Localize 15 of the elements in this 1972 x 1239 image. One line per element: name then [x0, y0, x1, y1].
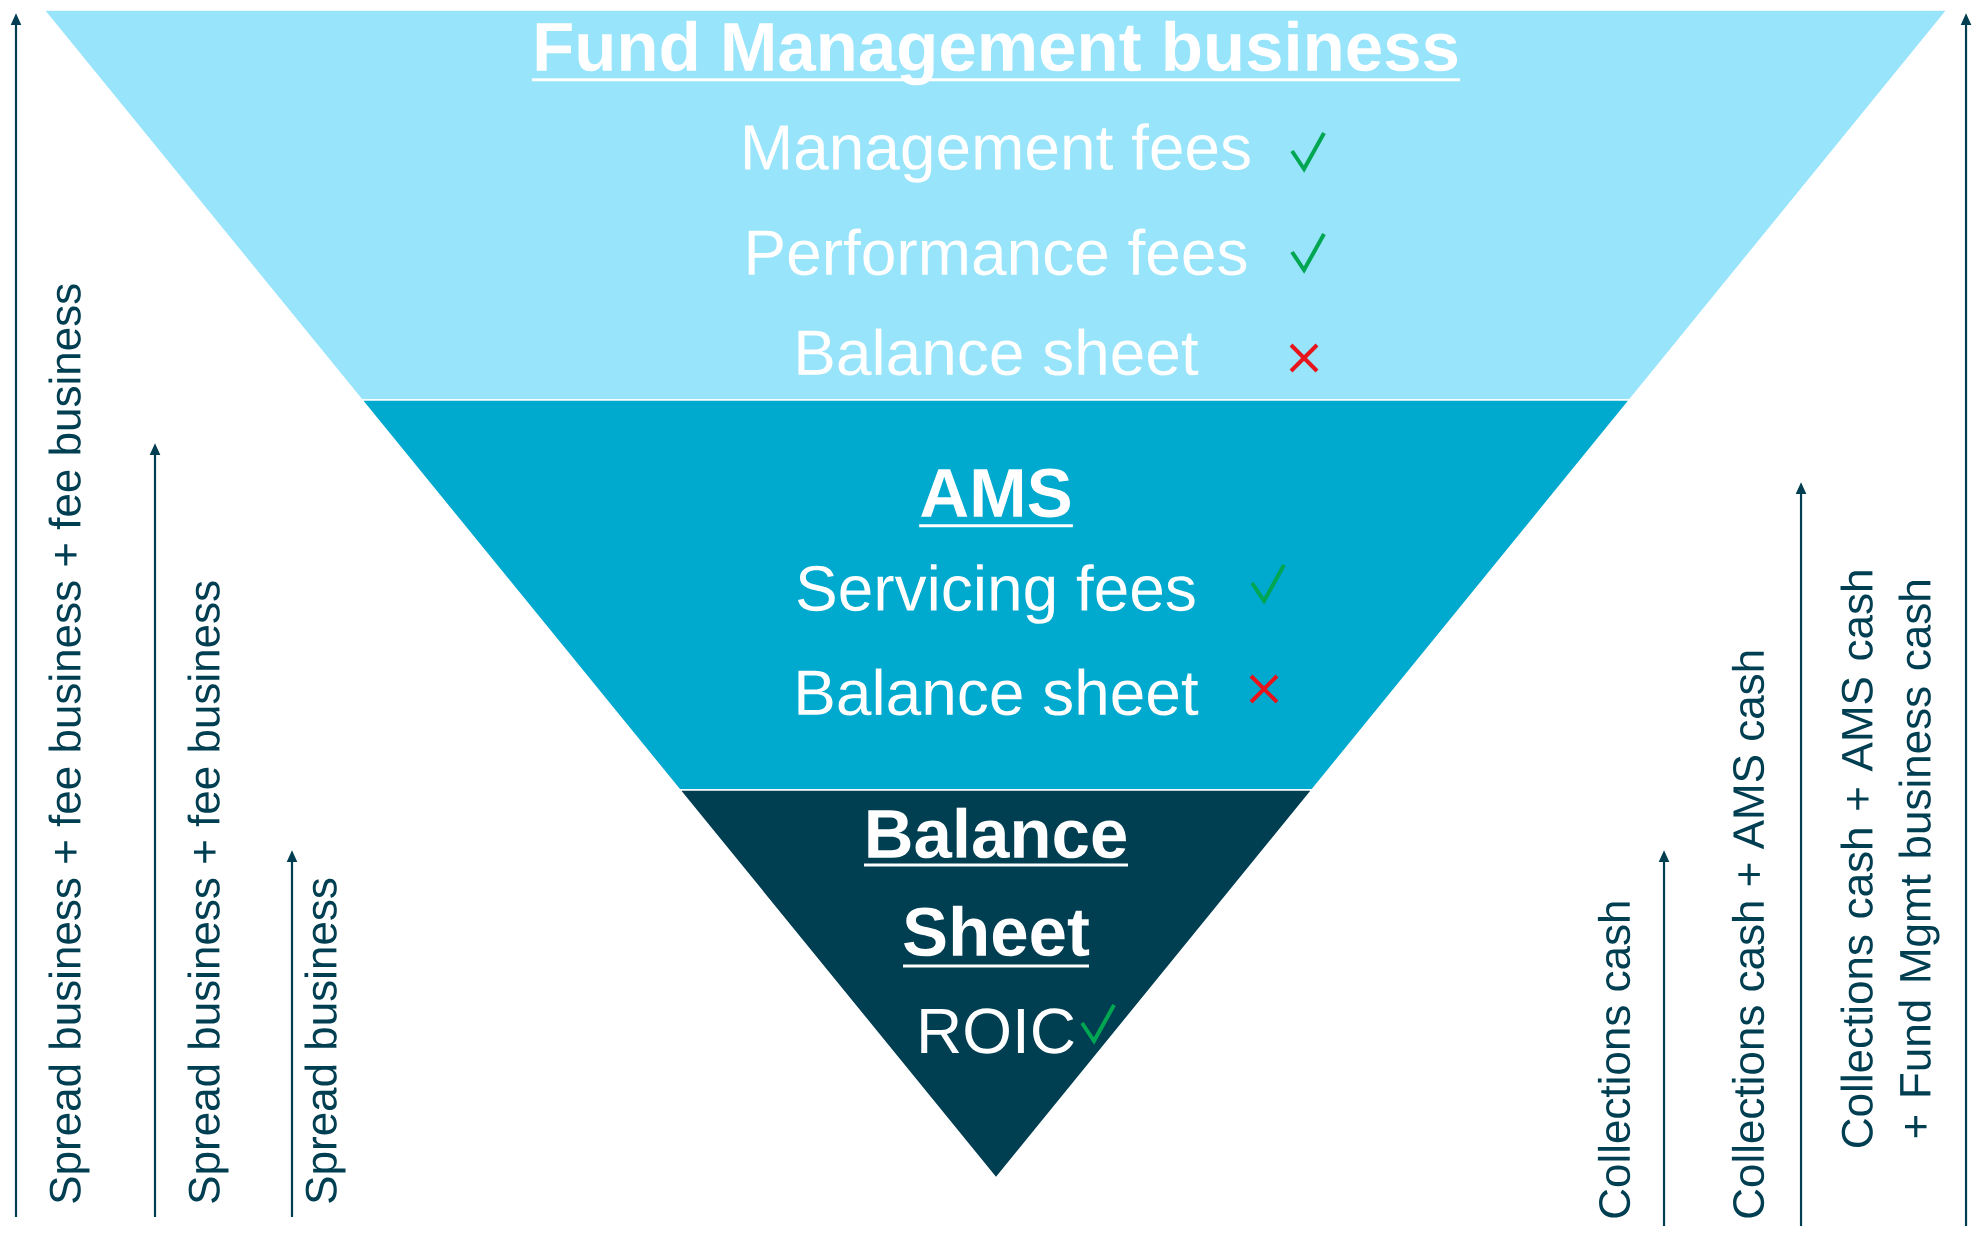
axis-label: Collections cash — [1597, 902, 1631, 1218]
heading: AMS — [919, 468, 1073, 528]
fee-label: Management fees — [745, 123, 1250, 183]
heading: Fund Management business — [531, 20, 1461, 86]
heading: Balance Sheet — [864, 807, 1128, 968]
fee-label: Balance sheet — [798, 668, 1199, 716]
axis-label: Collections cash + AMS cash — [1731, 651, 1765, 1218]
axis-label: Spread business + fee business + fee business — [48, 284, 90, 1203]
axis-label: Spread business — [304, 878, 346, 1203]
fee-label: ROIC — [921, 1008, 1074, 1054]
axis-label: Collections cash + AMS cash + Fund Mgmt business cash — [1840, 571, 1940, 1147]
fee-label: Balance sheet — [798, 328, 1199, 376]
fee-label: Performance fees — [748, 228, 1247, 276]
axis-label: Spread business + fee business — [187, 581, 229, 1203]
fee-label: Servicing fees — [797, 564, 1195, 624]
